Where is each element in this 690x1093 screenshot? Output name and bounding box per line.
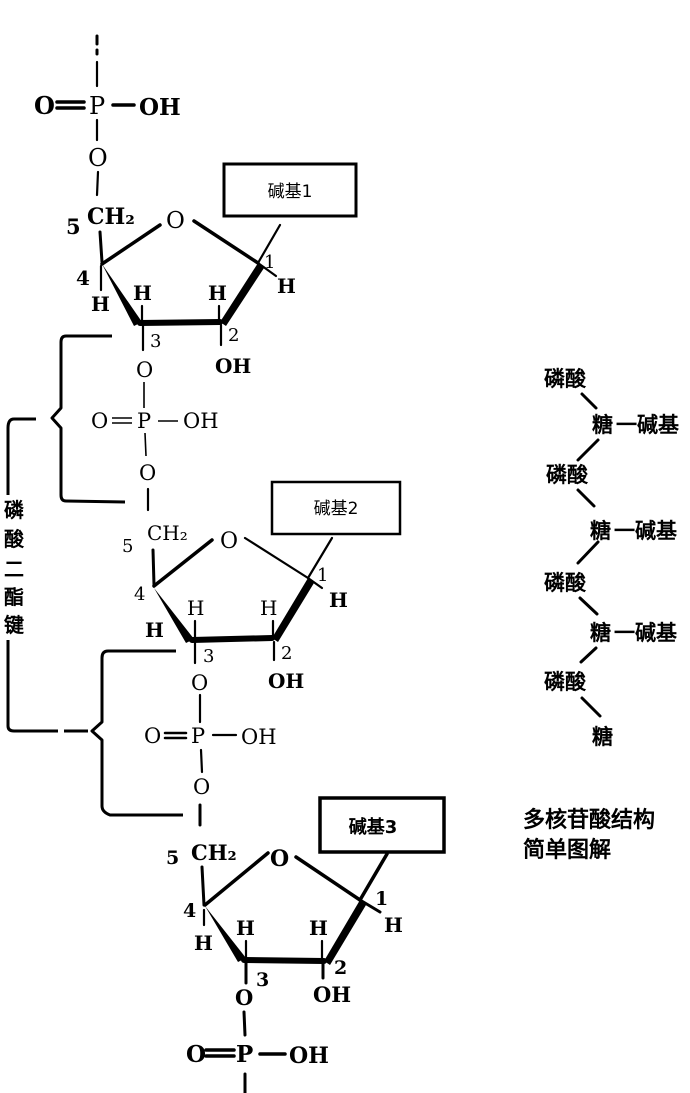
phosphodiester-2: O O P OH O — [144, 671, 277, 827]
nucleotide-3: 5 CH₂ O 4 H H H 1 H 3 2 OH 碱基3 — [166, 796, 446, 1007]
hydrogen-label: H — [194, 931, 213, 955]
bond-label-char: 酸 — [4, 527, 25, 551]
carbon-number-2: 2 — [281, 643, 292, 664]
phosphorus-label: P — [236, 1041, 253, 1068]
hydrogen-label: H — [260, 596, 277, 620]
bond-label-char: 酯 — [4, 585, 24, 609]
schematic-phosphate: 磷酸 — [544, 367, 587, 391]
hydroxyl-label: OH — [215, 354, 251, 378]
caption-line-2: 简单图解 — [523, 837, 611, 863]
carbon-number-3: 3 — [203, 646, 214, 667]
carbon-number-3: 3 — [256, 969, 269, 991]
oxygen-label: O — [193, 775, 210, 799]
hydrogen-label: H — [133, 281, 152, 305]
carbon-number-1: 1 — [375, 888, 388, 910]
hydroxyl-label: OH — [241, 725, 277, 749]
schematic-base-link: 一碱基 — [616, 413, 680, 437]
schematic-sugar: 糖 — [592, 413, 613, 437]
oxygen-label: O — [139, 461, 156, 485]
carbon-number-5: 5 — [66, 214, 81, 239]
carbon-number-3: 3 — [150, 331, 161, 352]
phosphorus-label: P — [89, 92, 105, 120]
schematic-phosphate: 磷酸 — [544, 571, 587, 595]
base-box-3 — [318, 796, 446, 854]
phosphorus-label: P — [137, 409, 151, 433]
hydrogen-label: H — [277, 274, 296, 298]
ring-oxygen-label: O — [220, 529, 238, 554]
schematic-sugar: 糖 — [590, 621, 611, 645]
base-label-3: 碱基3 — [349, 816, 398, 838]
bond-label-char: 磷 — [4, 498, 24, 522]
methylene-label: CH₂ — [191, 840, 237, 865]
base-box-2 — [270, 480, 402, 536]
oxygen-label: O — [91, 409, 108, 433]
hydrogen-label: H — [145, 618, 164, 642]
hydroxyl-label: OH — [289, 1043, 329, 1069]
hydrogen-label: H — [329, 588, 348, 612]
schematic-chain: 磷酸 糖 一碱基 磷酸 糖 一碱基 磷酸 糖 一碱基 磷酸 糖 — [544, 367, 680, 749]
carbon-number-2: 2 — [228, 325, 239, 346]
schematic-phosphate: 磷酸 — [544, 670, 587, 694]
phosphorus-label: P — [191, 724, 205, 748]
phosphodiester-bond-brace-2 — [90, 649, 183, 817]
oxygen-label: O — [88, 144, 108, 172]
carbon-number-4: 4 — [183, 900, 196, 922]
nucleotide-1: 5 CH₂ O 4 H H H 1 H 3 2 OH 碱基1 — [66, 162, 358, 378]
hydroxyl-label: OH — [268, 669, 304, 693]
hydroxyl-label: OH — [183, 409, 219, 433]
methylene-label: CH₂ — [87, 204, 135, 230]
bond-label-char: 二 — [4, 557, 24, 581]
schematic-base-link: 一碱基 — [614, 519, 678, 543]
methylene-label: CH₂ — [147, 521, 188, 545]
hydrogen-label: H — [384, 913, 403, 937]
oxygen-label: O — [235, 985, 253, 1010]
hydroxyl-label: OH — [139, 94, 181, 121]
bond-label-connector — [6, 417, 88, 733]
hydrogen-label: H — [309, 916, 328, 940]
carbon-number-4: 4 — [134, 584, 145, 605]
hydrogen-label: H — [187, 596, 204, 620]
hydroxyl-label: OH — [313, 982, 351, 1007]
phosphodiester-1: O O P OH O — [91, 358, 219, 512]
hydrogen-label: H — [208, 281, 227, 305]
phosphodiester-bond-label: 磷 酸 二 酯 键 — [4, 498, 25, 637]
base-label-2: 碱基2 — [314, 499, 359, 519]
oxygen-label: O — [144, 724, 161, 748]
carbon-number-1: 1 — [264, 252, 275, 273]
oxygen-label: O — [191, 671, 208, 695]
base-label-1: 碱基1 — [268, 182, 313, 202]
carbon-number-2: 2 — [334, 957, 347, 979]
ring-oxygen-label: O — [166, 208, 185, 234]
ring-oxygen-label: O — [270, 846, 289, 872]
phosphate-group-bottom: O O P OH — [186, 985, 329, 1093]
hydrogen-label: H — [236, 916, 255, 940]
caption-line-1: 多核苷酸结构 — [523, 807, 655, 833]
schematic-phosphate: 磷酸 — [546, 463, 589, 487]
nucleotide-2: 5 CH₂ O 4 H H H 1 H 3 2 OH 碱基2 — [122, 480, 402, 693]
carbon-number-4: 4 — [76, 266, 90, 290]
oxygen-label: O — [136, 358, 153, 382]
phosphate-group-top: O P OH O — [34, 34, 181, 197]
oxygen-label: O — [186, 1041, 206, 1068]
schematic-sugar: 糖 — [590, 519, 611, 543]
schematic-base-link: 一碱基 — [614, 621, 678, 645]
phosphodiester-bond-brace-1 — [50, 334, 126, 504]
carbon-number-1: 1 — [317, 565, 328, 586]
carbon-number-5: 5 — [166, 847, 179, 869]
carbon-number-5: 5 — [122, 536, 133, 557]
caption: 多核苷酸结构 简单图解 — [523, 807, 655, 863]
schematic-sugar: 糖 — [592, 725, 613, 749]
oxygen-label: O — [34, 91, 55, 120]
bond-label-char: 键 — [4, 613, 24, 637]
hydrogen-label: H — [91, 292, 110, 316]
base-box-1 — [222, 162, 358, 218]
